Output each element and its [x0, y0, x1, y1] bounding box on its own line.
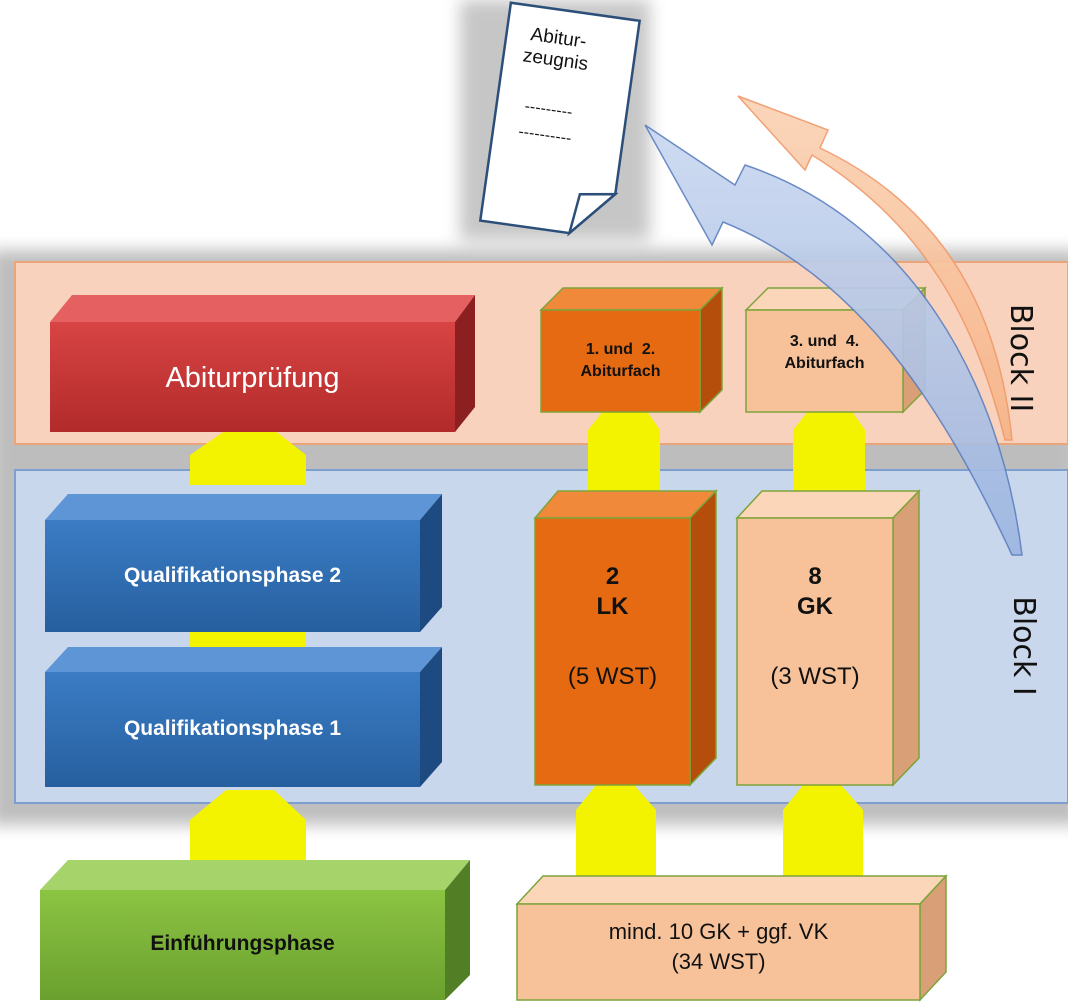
base-courses-line1: mind. 10 GK + ggf. VK — [608, 919, 829, 944]
qualifikationsphase2-label: Qualifikationsphase 2 — [123, 564, 342, 587]
connector-base-to-lk — [576, 785, 656, 880]
abiturzeugnis-document — [478, 1, 642, 237]
exam-subjects-1-2-line2: Abiturfach — [580, 363, 661, 380]
connector-lk-to-exam — [588, 410, 660, 515]
abiturpruefung-label: Abiturprüfung — [165, 362, 340, 394]
connector-gk-to-exam — [793, 410, 865, 515]
qualifikationsphase1-label: Qualifikationsphase 1 — [123, 717, 342, 740]
exam-subjects-3-4-label: 3. und 4. Abiturfach — [746, 331, 903, 375]
certificate-text: Abitur- zeugnis --------- ---------- — [479, 19, 624, 154]
einfuehrungsphase-label: Einführungsphase — [150, 932, 335, 955]
exam-subjects-3-4-line1: 3. und 4. — [789, 333, 860, 350]
qualifikationsphase2-box — [45, 494, 442, 632]
base-courses-line2: (34 WST) — [671, 949, 766, 974]
exam-subjects-3-4-line2: Abiturfach — [784, 355, 865, 372]
exam-subjects-1-2-label: 1. und 2. Abiturfach — [541, 339, 700, 383]
exam-subjects-1-2-line1: 1. und 2. — [585, 341, 656, 358]
lk-type: LK — [596, 593, 629, 620]
lk-label: 2 LK (5 WST) — [535, 562, 690, 692]
exam-subjects-1-2-box — [539, 286, 724, 414]
qualifikationsphase1-box — [45, 647, 442, 787]
gk-type: GK — [797, 593, 833, 620]
block2-label: Block II — [1003, 303, 1038, 413]
connector-q2-to-abitur — [190, 430, 306, 485]
lk-count: 2 — [605, 563, 620, 590]
base-courses-label: mind. 10 GK + ggf. VK (34 WST) — [517, 917, 920, 977]
abiturpruefung-box — [50, 295, 475, 432]
gk-hours: (3 WST) — [770, 663, 860, 690]
connector-einf-to-q1 — [190, 790, 306, 860]
gk-label: 8 GK (3 WST) — [737, 562, 893, 692]
gk-count: 8 — [808, 563, 822, 590]
block1-arrow — [644, 124, 1023, 556]
base-courses-box — [515, 874, 948, 1002]
block2-arrow — [737, 95, 1013, 441]
einfuehrungsphase-box — [40, 860, 470, 1000]
lk-hours: (5 WST) — [567, 663, 658, 690]
block1-label: Block I — [1006, 596, 1041, 696]
lk-box — [533, 489, 718, 787]
connector-base-to-gk — [783, 785, 863, 880]
gk-box — [735, 489, 921, 787]
